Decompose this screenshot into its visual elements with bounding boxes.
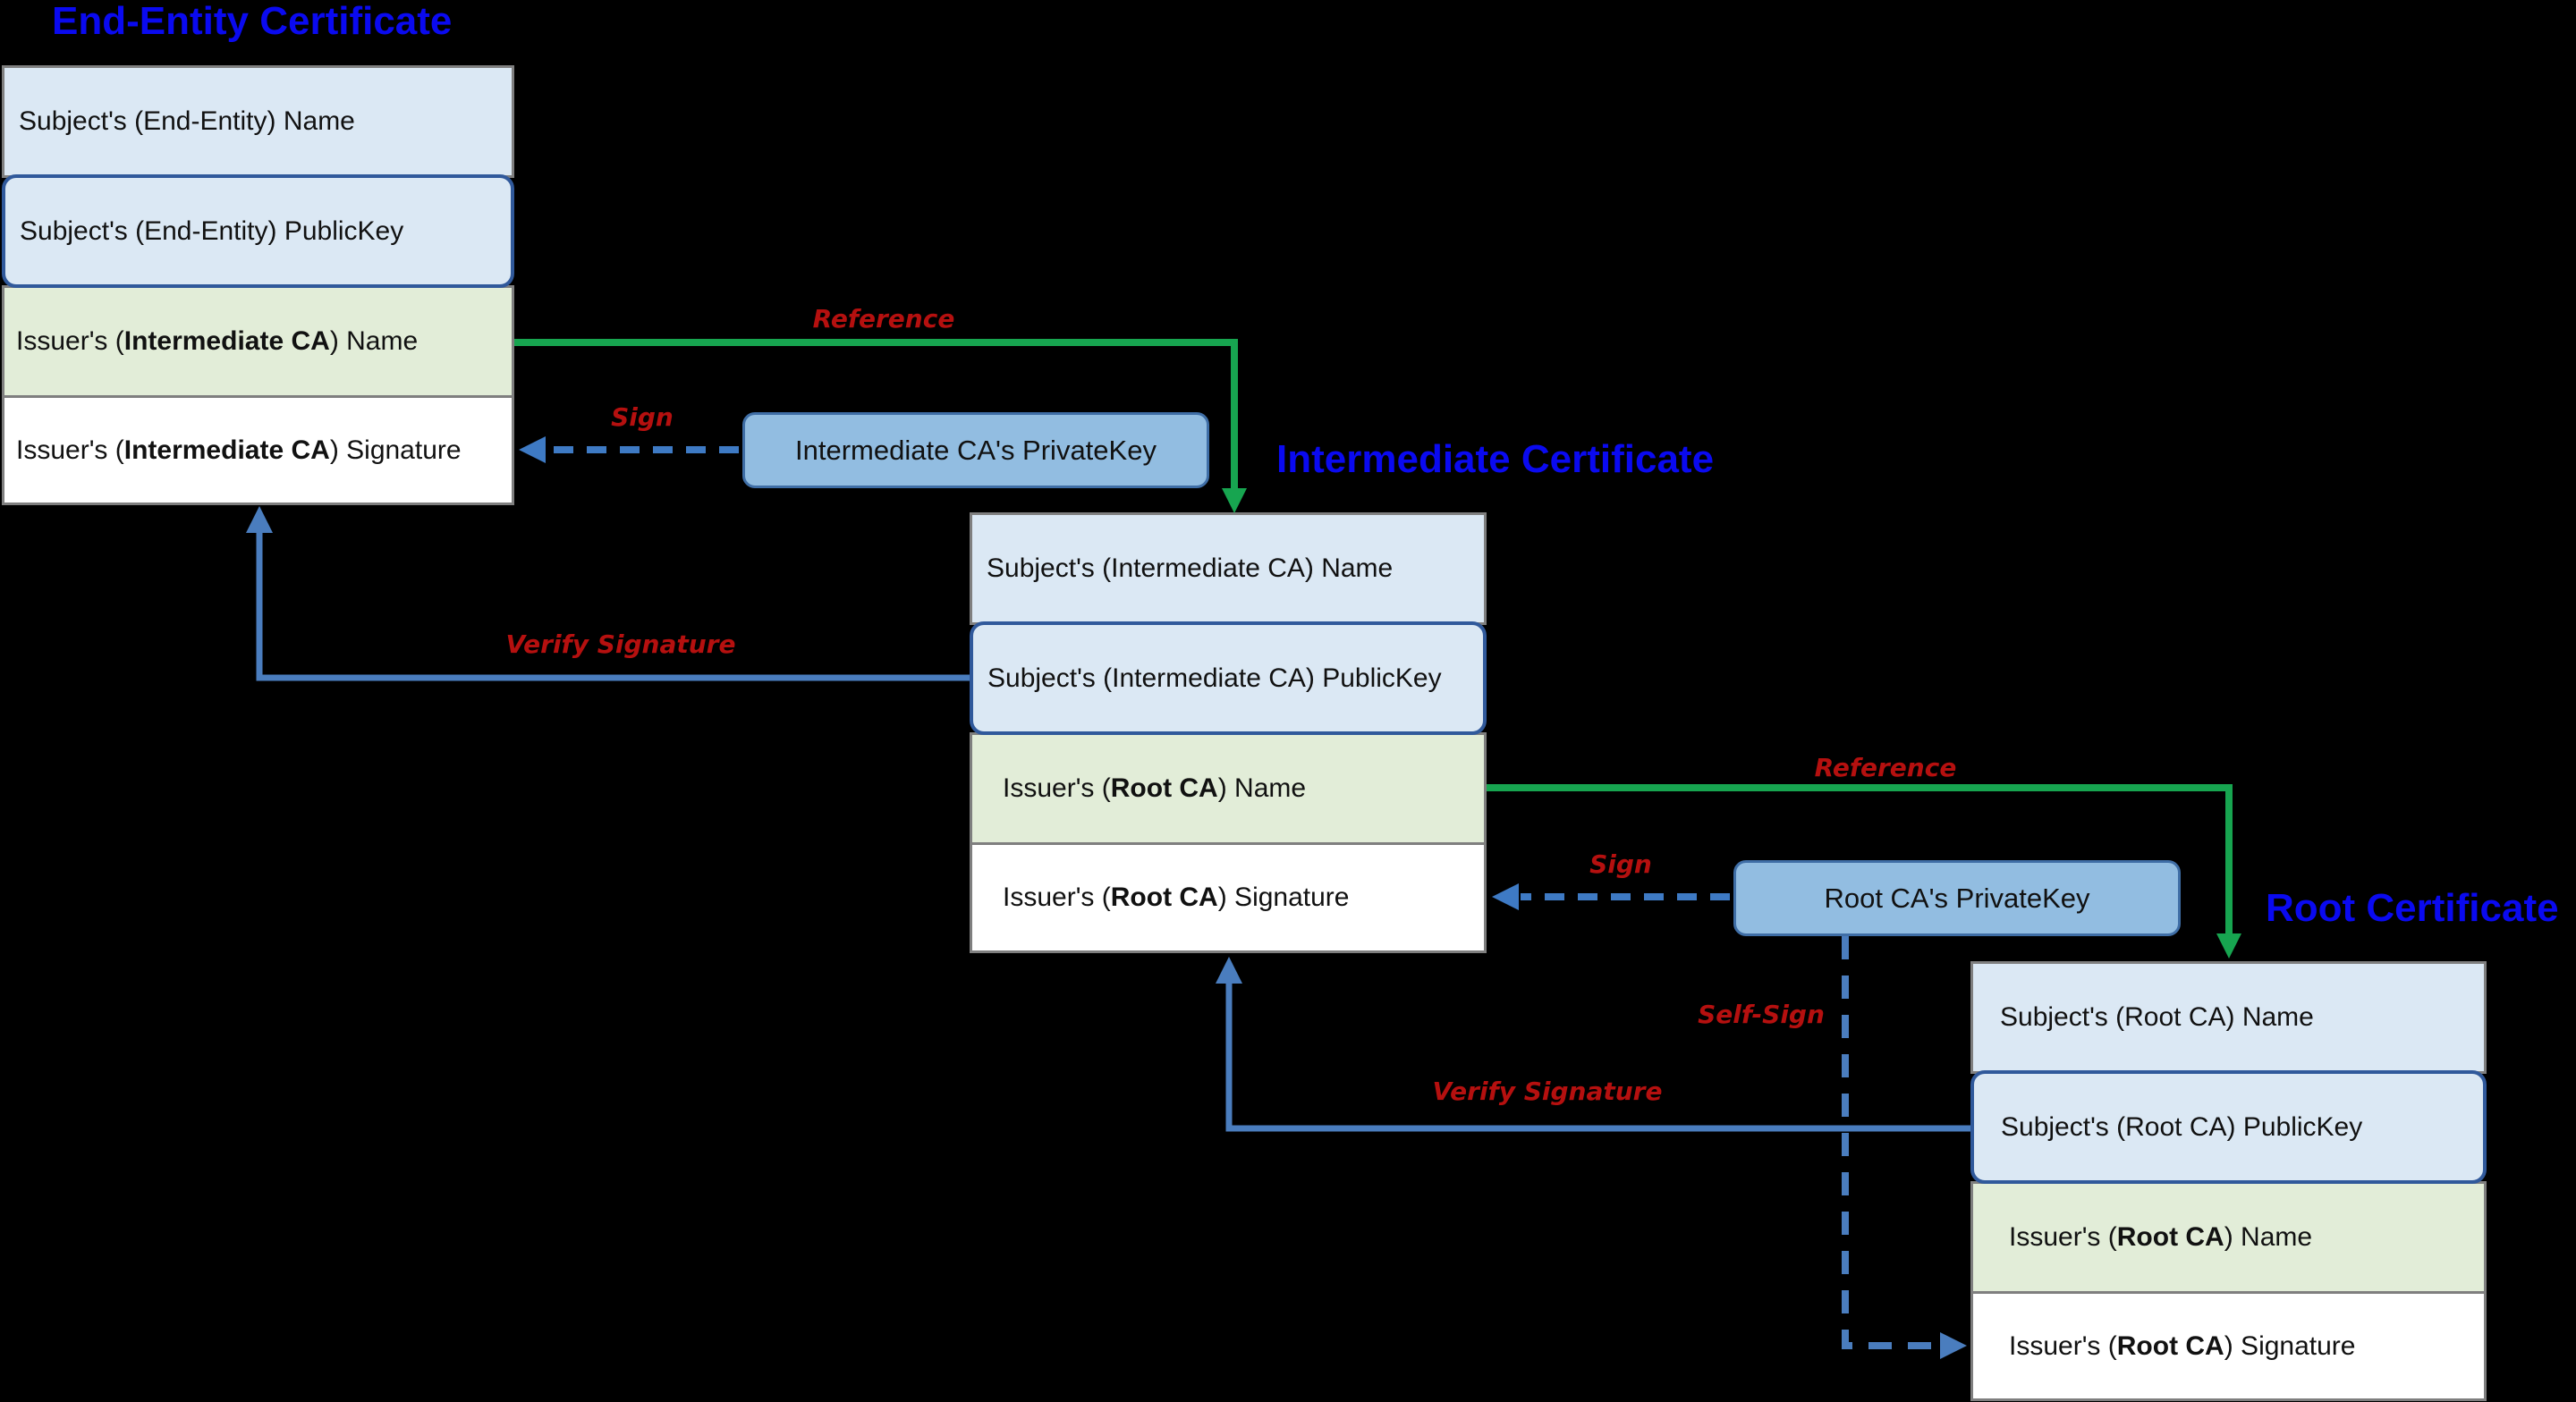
self-sign-label: Self-Sign [1698, 1000, 1825, 1029]
verify-signature-arrow-1 [256, 531, 970, 681]
end-entity-issuer-name-row: Issuer's (Intermediate CA) Name [2, 285, 514, 398]
row-text: ) Signature [1217, 883, 1350, 912]
end-entity-certificate-box: Subject's (End-Entity) Name Subject's (E… [2, 65, 514, 505]
row-text-bold: Root CA [1110, 773, 1218, 803]
reference-label-1: Reference [812, 304, 955, 334]
intermediate-issuer-signature-row: Issuer's (Root CA) Signature [970, 842, 1487, 953]
intermediate-certificate-title: Intermediate Certificate [1276, 437, 1715, 481]
row-text: Issuer's ( [16, 435, 124, 465]
root-issuer-signature-row: Issuer's (Root CA) Signature [1970, 1291, 2487, 1401]
row-text: ) Name [1217, 773, 1307, 803]
self-sign-arrowhead [1940, 1332, 1967, 1359]
row-text: ) Name [329, 326, 419, 356]
sign-arrowhead-1 [519, 436, 546, 463]
reference-arrowhead-1 [1222, 488, 1247, 513]
end-entity-subject-name-row: Subject's (End-Entity) Name [2, 65, 514, 178]
root-subject-publickey-row: Subject's (Root CA) PublicKey [1970, 1070, 2487, 1184]
row-text: ) Name [2224, 1222, 2313, 1252]
root-ca-privatekey-box: Root CA's PrivateKey [1733, 860, 2181, 936]
reference-arrow-2 [1487, 784, 2233, 935]
row-text: Subject's (Intermediate CA) Name [987, 553, 1394, 583]
reference-label-2: Reference [1814, 753, 1957, 782]
privatekey-label: Root CA's PrivateKey [1824, 882, 2090, 914]
reference-arrow-1 [514, 339, 1238, 490]
root-certificate-box: Subject's (Root CA) Name Subject's (Root… [1970, 961, 2487, 1401]
row-text-bold: Root CA [1110, 883, 1218, 912]
root-issuer-name-row: Issuer's (Root CA) Name [1970, 1181, 2487, 1294]
row-text: Issuer's ( [2009, 1222, 2117, 1252]
row-text-bold: Intermediate CA [123, 435, 330, 465]
row-text: Subject's (Intermediate CA) PublicKey [987, 663, 1442, 693]
intermediate-certificate-box: Subject's (Intermediate CA) Name Subject… [970, 512, 1487, 953]
verify-signature-label-2: Verify Signature [1432, 1077, 1663, 1106]
verify-signature-arrowhead-2 [1216, 957, 1242, 984]
row-text-bold: Intermediate CA [123, 326, 330, 356]
row-text: Issuer's ( [2009, 1330, 2117, 1361]
end-entity-subject-publickey-row: Subject's (End-Entity) PublicKey [2, 174, 514, 288]
row-text-bold: Root CA [2116, 1330, 2224, 1361]
intermediate-ca-privatekey-box: Intermediate CA's PrivateKey [742, 412, 1209, 488]
intermediate-issuer-name-row: Issuer's (Root CA) Name [970, 732, 1487, 845]
row-text-bold: Root CA [2116, 1222, 2224, 1252]
intermediate-subject-publickey-row: Subject's (Intermediate CA) PublicKey [970, 621, 1487, 735]
self-sign-arrow [1842, 936, 1938, 1349]
row-text: Subject's (End-Entity) PublicKey [20, 215, 404, 246]
sign-label-2: Sign [1589, 849, 1652, 879]
row-text: Subject's (End-Entity) Name [19, 106, 355, 136]
privatekey-label: Intermediate CA's PrivateKey [795, 434, 1157, 466]
reference-arrowhead-2 [2216, 933, 2241, 959]
intermediate-subject-name-row: Subject's (Intermediate CA) Name [970, 512, 1487, 625]
sign-arrowhead-2 [1492, 883, 1519, 910]
verify-signature-arrow-2 [1225, 982, 1970, 1132]
end-entity-issuer-signature-row: Issuer's (Intermediate CA) Signature [2, 395, 514, 505]
row-text: ) Signature [2224, 1330, 2356, 1361]
row-text: Subject's (Root CA) Name [2000, 1002, 2314, 1032]
row-text: Issuer's ( [1003, 883, 1111, 912]
end-entity-certificate-title: End-Entity Certificate [52, 0, 453, 43]
row-text: Issuer's ( [16, 326, 124, 356]
row-text: ) Signature [329, 435, 462, 465]
verify-signature-arrowhead-1 [246, 506, 273, 533]
root-certificate-title: Root Certificate [2266, 886, 2559, 930]
verify-signature-label-1: Verify Signature [505, 629, 736, 659]
row-text: Issuer's ( [1003, 773, 1111, 803]
sign-label-1: Sign [611, 402, 674, 432]
row-text: Subject's (Root CA) PublicKey [2001, 1111, 2363, 1142]
